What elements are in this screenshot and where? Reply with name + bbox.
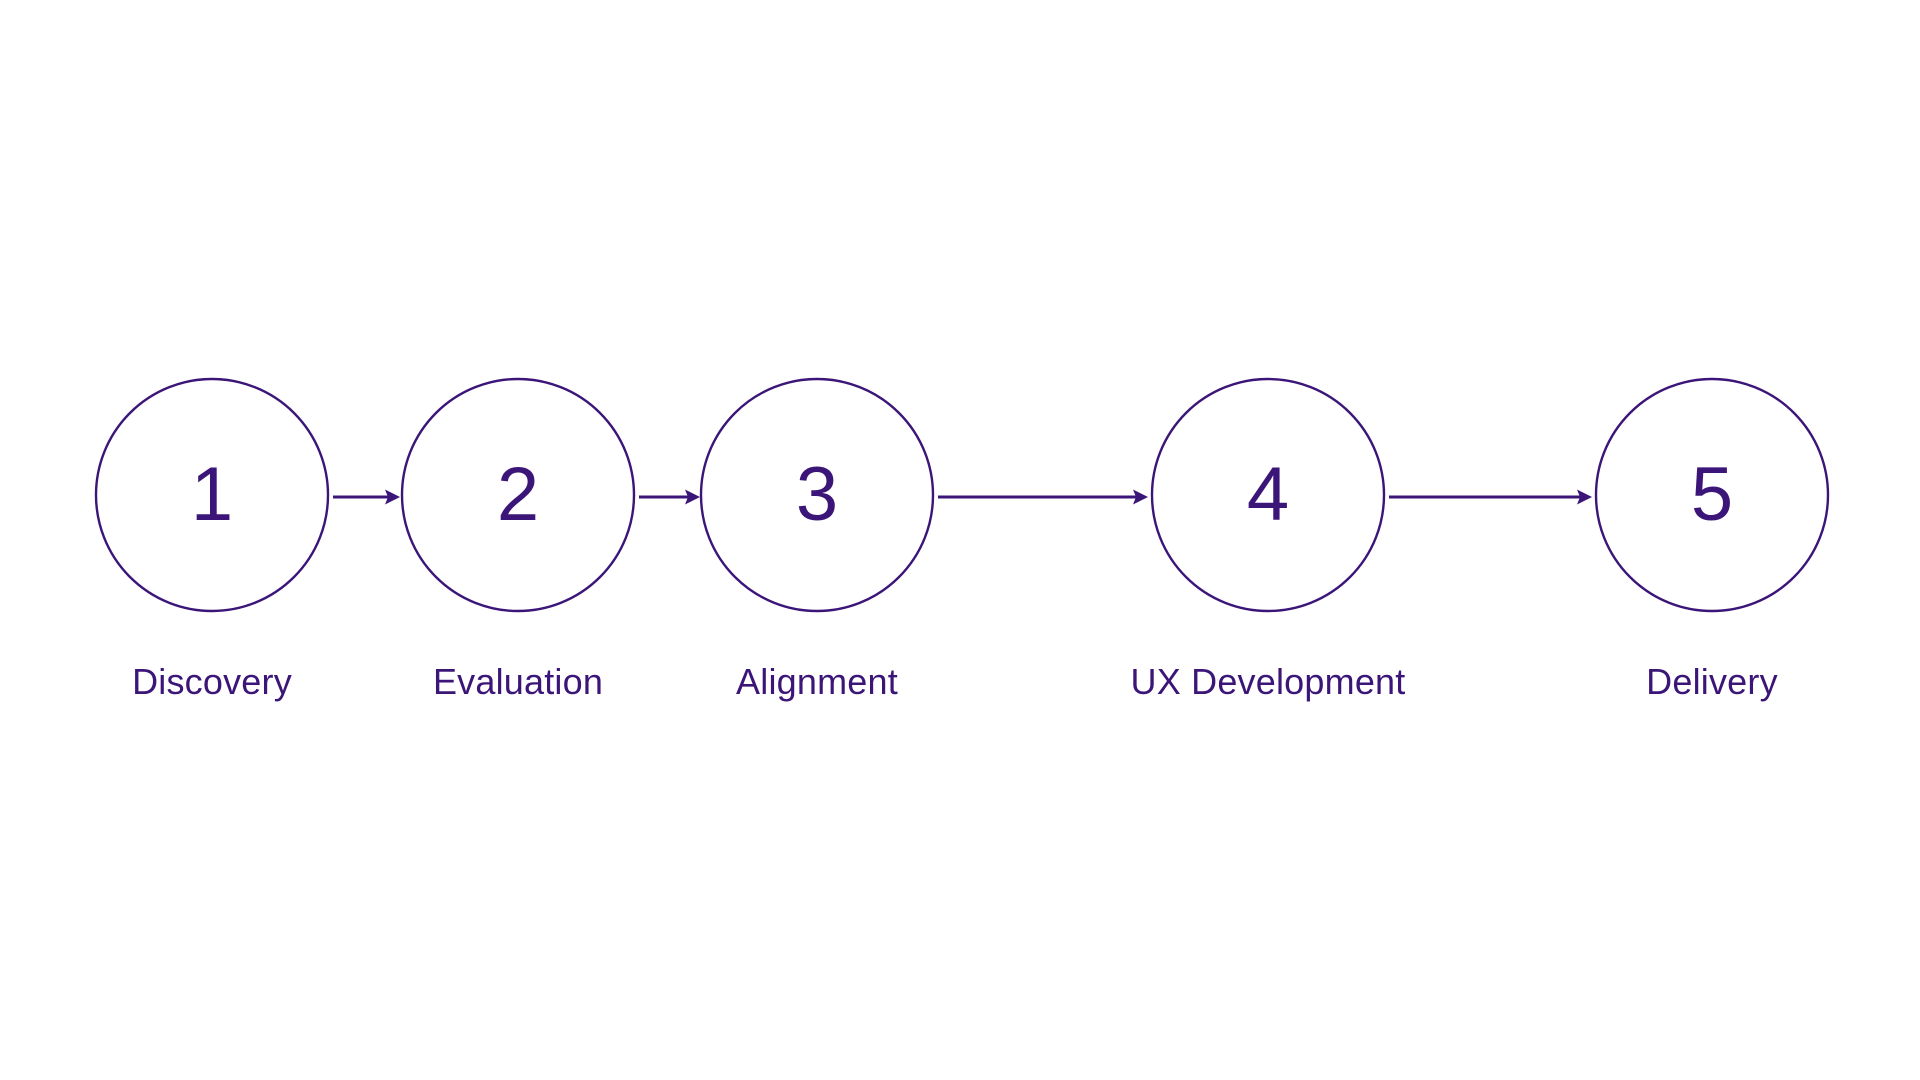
stage-circle[interactable] [94,377,330,613]
stage-number: 5 [1691,452,1733,537]
connector-3-to-4 [938,489,1148,505]
connector-group [333,489,1592,505]
stage-node-1[interactable]: 1 Discovery [94,377,330,702]
stage-label: Discovery [132,661,292,702]
stage-circle[interactable] [699,377,935,613]
stage-number: 2 [497,452,539,537]
stage-node-5[interactable]: 5 Delivery [1594,377,1830,702]
arrowhead-icon [685,489,700,505]
stage-node-3[interactable]: 3 Alignment [699,377,935,702]
arrowhead-icon [1133,489,1148,505]
connector-1-to-2 [333,489,400,505]
arrowhead-icon [1577,489,1592,505]
stage-number: 3 [796,452,838,537]
stage-node-2[interactable]: 2 Evaluation [400,377,636,702]
stage-label: Evaluation [433,661,603,702]
stage-circle[interactable] [400,377,636,613]
stage-label: Delivery [1646,661,1778,702]
stage-circle[interactable] [1594,377,1830,613]
connector-4-to-5 [1389,489,1592,505]
connector-2-to-3 [639,489,700,505]
arrowhead-icon [385,489,400,505]
stage-node-4[interactable]: 4 UX Development [1131,377,1406,702]
stage-label: UX Development [1131,661,1406,702]
stage-number: 4 [1247,452,1289,537]
stage-number: 1 [191,452,233,537]
stage-label: Alignment [736,661,898,702]
stage-circle[interactable] [1150,377,1386,613]
